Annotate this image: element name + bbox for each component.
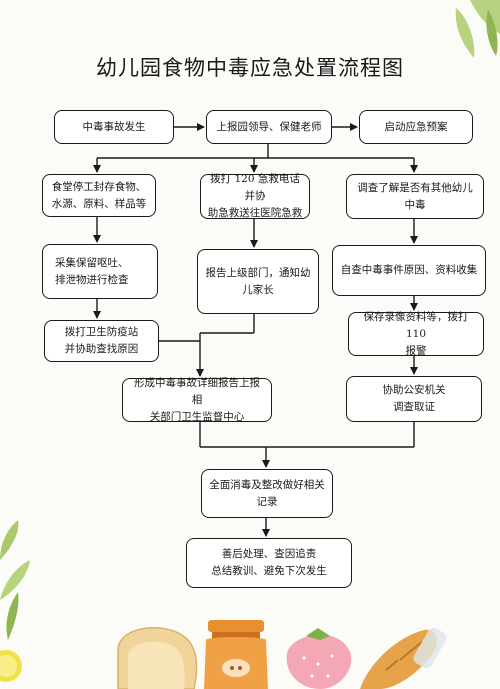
node-call-120: 拨打 120 急救电话并协 助急救送往医院急救: [200, 173, 310, 219]
jar-illustration: [204, 620, 268, 689]
strawberry-illustration: [286, 628, 352, 689]
node-report-leaders: 上报园领导、保健老师: [206, 110, 332, 144]
node-save-video-call-110: 保存录像资料等，拨打 110 报警: [348, 311, 484, 357]
leaf-decoration-top-right: [455, 0, 500, 58]
node-disinfect-record: 全面消毒及整改做好相关 记录: [201, 469, 333, 518]
node-assist-police: 协助公安机关 调查取证: [346, 376, 482, 422]
node-start-emergency-plan: 启动应急预案: [359, 110, 473, 144]
node-seal-food: 食堂停工封存食物、 水源、原料、样品等: [42, 174, 156, 217]
node-incident-occurs: 中毒事故发生: [54, 110, 174, 144]
node-call-epidemic-station: 拨打卫生防疫站 并协助查找原因: [44, 320, 159, 362]
leaf-decoration-bottom-left: [0, 520, 30, 682]
node-detailed-report: 形成中毒事故详细报告上报相 关部门卫生监督中心: [122, 377, 272, 423]
node-check-other-children: 调查了解是否有其他幼儿 中毒: [346, 174, 484, 219]
node-self-investigate: 自查中毒事件原因、资料收集: [332, 245, 486, 296]
diagram-title: 幼儿园食物中毒应急处置流程图: [96, 56, 404, 80]
bread-illustration: [117, 627, 198, 689]
baguette-illustration: [360, 627, 447, 689]
node-collect-vomit: 采集保留呕吐、 排泄物进行检查: [42, 244, 158, 299]
node-aftermath-handling: 善后处理、查因追责 总结教训、避免下次发生: [186, 538, 352, 588]
node-notify-parents: 报告上级部门，通知幼 儿家长: [197, 249, 319, 314]
